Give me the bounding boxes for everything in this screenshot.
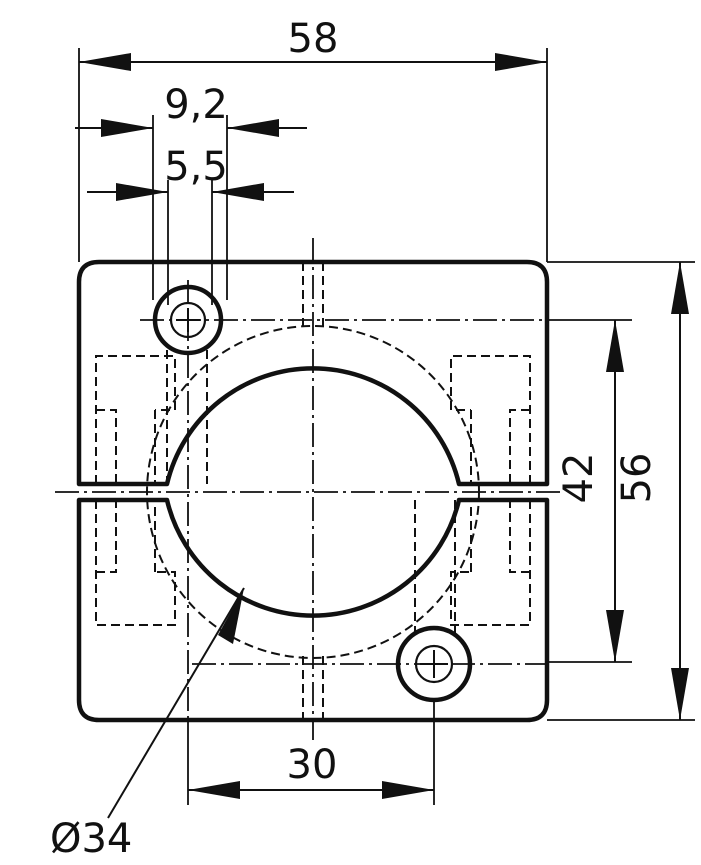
- label-overall-height: 56: [614, 453, 660, 504]
- extension-lines: [78, 48, 695, 805]
- screw-channel-left: [166, 350, 208, 484]
- center-lines: [55, 238, 565, 740]
- hidden-pockets: [95, 262, 531, 720]
- pocket-lower-left: [95, 500, 176, 626]
- bore-leader: [107, 587, 245, 819]
- dim-inner-hole: [87, 183, 294, 201]
- dim-outer-hole: [75, 119, 307, 137]
- pocket-upper-right: [450, 355, 531, 484]
- dim-overall-width: [79, 53, 547, 71]
- label-horizontal-spacing: 30: [287, 742, 338, 788]
- clamp-upper-half: [76, 259, 550, 487]
- pocket-upper-left: [95, 355, 176, 484]
- label-outer-hole-dia: 9,2: [164, 82, 228, 128]
- label-inner-hole-dia: 5,5: [164, 144, 228, 190]
- slot-bottom: [302, 656, 324, 720]
- label-hole-spacing: 42: [556, 453, 602, 504]
- label-overall-width: 58: [288, 16, 339, 62]
- dim-overall-height: [671, 262, 689, 720]
- screw-channel-right: [414, 500, 456, 635]
- dim-hole-spacing: [606, 320, 624, 662]
- label-bore-diameter: Ø34: [50, 816, 132, 862]
- pocket-lower-right: [450, 500, 531, 626]
- slot-top: [302, 262, 324, 328]
- clamp-body: [76, 259, 550, 723]
- clamp-lower-half: [76, 497, 550, 723]
- dim-horizontal-spacing: [188, 781, 434, 799]
